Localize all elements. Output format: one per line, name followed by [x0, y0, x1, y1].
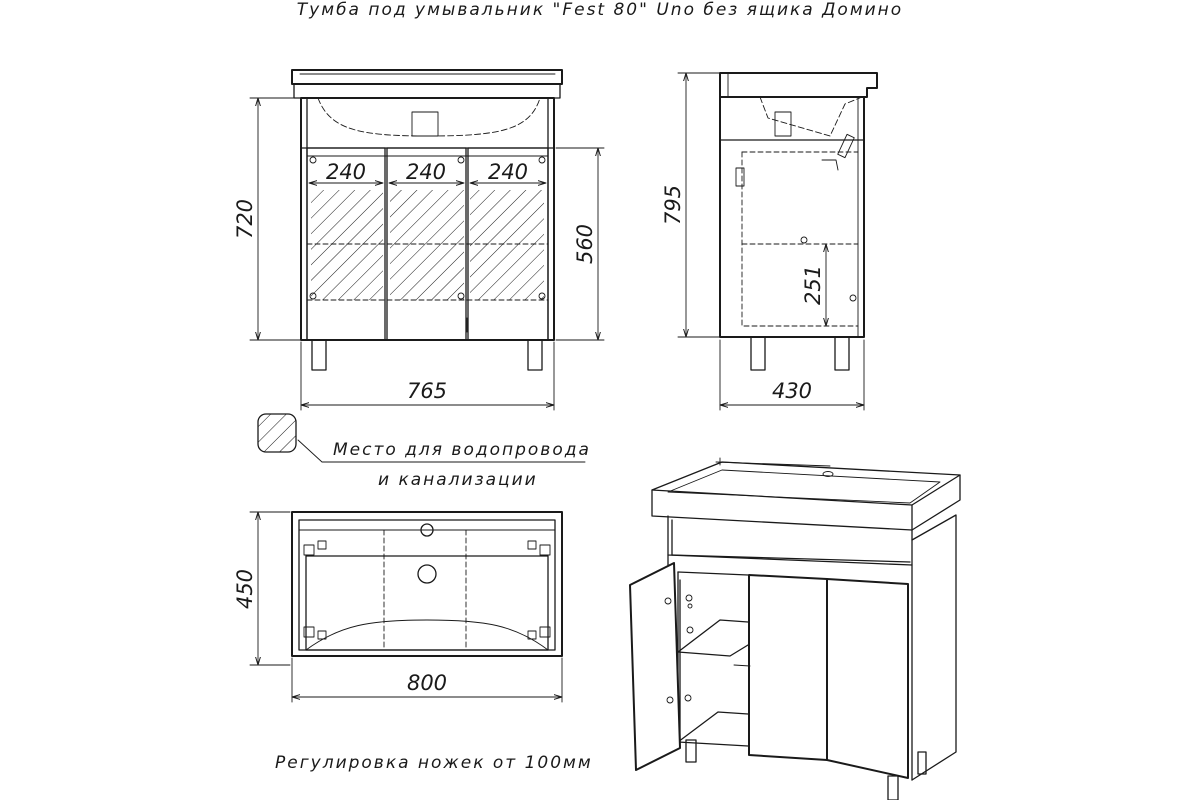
door-height-dim: 560: [573, 224, 597, 264]
front-height-dim: 720: [233, 199, 257, 239]
front-width-dim: 765: [407, 379, 447, 403]
drawing-title: Тумба под умывальник "Fest 80" Uno без я…: [297, 0, 903, 20]
side-view: 795 251 430: [661, 72, 878, 411]
legend-label-line1: Место для водопровода: [333, 440, 591, 460]
top-view: 450 800: [233, 511, 563, 703]
section-width-2: 240: [406, 160, 446, 184]
top-depth-dim: 450: [233, 569, 257, 609]
front-view: 240 240 240 720 560 765: [233, 69, 605, 411]
legend-label-line2: и канализации: [378, 470, 538, 490]
section-width-3: 240: [488, 160, 528, 184]
side-depth-dim: 430: [772, 379, 812, 403]
legend: Место для водопровода и канализации: [257, 413, 591, 490]
hatch-square-icon: [257, 413, 297, 453]
top-width-dim: 800: [407, 671, 447, 695]
section-width-1: 240: [326, 160, 366, 184]
legs-adjustment-note: Регулировка ножек от 100мм: [275, 753, 593, 773]
isometric-view: [629, 457, 961, 800]
side-height-dim: 795: [661, 185, 685, 225]
shelf-height-dim: 251: [801, 265, 825, 305]
